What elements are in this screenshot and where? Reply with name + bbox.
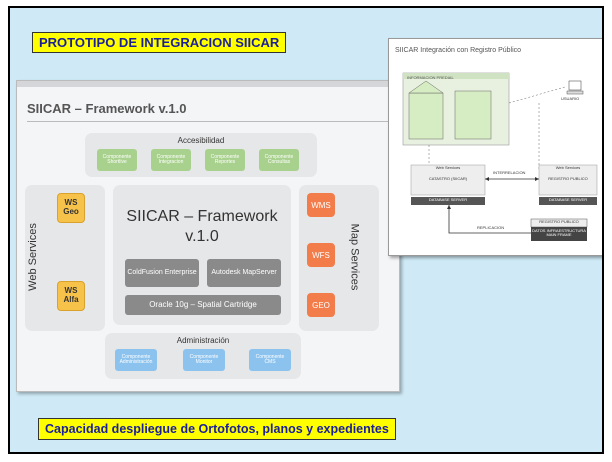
catastro-db-label: DATABASE SERVER [428,197,468,202]
interrelacion-label: INTERRELACION [493,170,526,175]
administracion-label: Administración [176,336,230,345]
framework-topbar [17,81,399,87]
registro-publico-box-label: REGISTRO PUBLICO [539,219,579,224]
registro-db-label: DATABASE SERVER [548,197,588,202]
component-box: Componente Reportes [205,149,245,171]
mainframe-label: DATOS INFRAESTRUCTURA MAIN FRAME [532,228,586,238]
replicacion-label: REPLICACION [477,225,505,230]
component-box: Componente Consultas [259,149,299,171]
accesibilidad-label: Accesibilidad [177,136,225,145]
oracle-box: Oracle 10g – Spatial Cartridge [125,295,281,315]
map-services-label: Map Services [348,223,361,291]
integration-diagram: SIICAR Integración con Registro Público [388,38,602,256]
map-services-panel: WMS WFS GEO Map Services [299,185,379,331]
ws-geo-box: WS Geo [57,193,85,223]
integration-title: SIICAR Integración con Registro Público [395,47,522,54]
administracion-panel: Administración Componente Administración… [105,333,301,379]
slide-title: PROTOTIPO DE INTEGRACION SIICAR [32,32,287,53]
framework-divider [27,121,389,122]
component-box: Componente Integracion [151,149,191,171]
admin-component-box: Componente CMS [249,349,291,371]
component-box: Componente Shortlive [97,149,137,171]
slide-footer: Capacidad despliegue de Ortofotos, plano… [38,418,396,440]
core-panel: SIICAR – Framework v.1.0 ColdFusion Ente… [113,185,291,325]
wfs-box: WFS [307,243,335,267]
wms-box: WMS [307,193,335,217]
ws-alfa-box: WS Alfa [57,281,85,311]
integration-diagram-graphics [402,72,598,241]
framework-header: SIICAR – Framework v.1.0 [27,101,187,116]
accesibilidad-panel: Accesibilidad Componente Shortlive Compo… [85,133,317,177]
framework-diagram: SIICAR – Framework v.1.0 Accesibilidad C… [16,80,400,392]
geo-box: GEO [307,293,335,317]
web-services-panel: Web Services WS Geo WS Alfa [25,185,105,331]
informacion-predial-label: INFORMACION PREDIAL [407,75,454,80]
core-title: SIICAR – Framework [126,208,278,225]
catastro-label: CATASTRO (SIICAR) [428,176,468,181]
core-version: v.1.0 [185,228,219,245]
usuario-label: USUARIO [561,96,580,101]
admin-component-box: Componente Monitor [183,349,225,371]
web-services-label: Web Services [26,223,39,291]
coldfusion-box: ColdFusion Enterprise [125,259,199,287]
autodesk-box: Autodesk MapServer [207,259,281,287]
catastro-web-label: Web Services [435,165,461,170]
registro-web-label: Web Services [555,165,581,170]
slide: PROTOTIPO DE INTEGRACION SIICAR SIICAR –… [8,6,604,454]
admin-component-box: Componente Administración [115,349,157,371]
registro-label: REGISTRO PUBLICO [548,176,588,181]
